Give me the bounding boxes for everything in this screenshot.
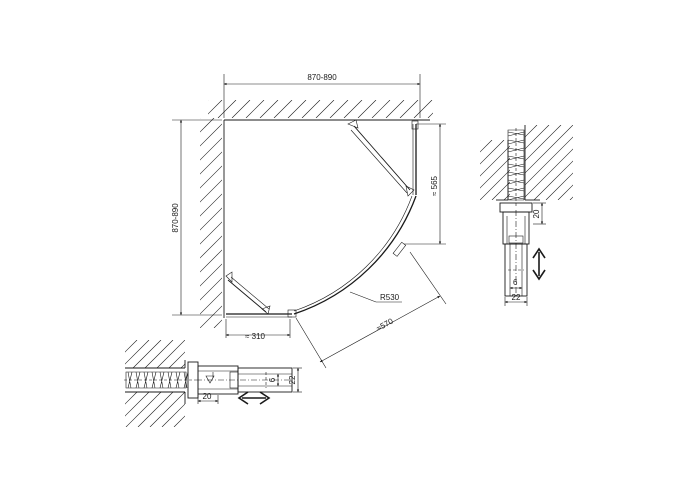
left-wall-hatch: [200, 118, 222, 328]
shower-panels: [226, 120, 419, 318]
bp-dim-20: 20: [203, 392, 212, 401]
top-wall-hatch: [208, 100, 433, 118]
screw: [507, 128, 525, 208]
screw: [124, 371, 196, 389]
right-dimension: ≈ 565: [404, 123, 446, 245]
right-label: ≈ 565: [430, 175, 439, 196]
vertical-double-arrow-icon: [532, 247, 546, 281]
rp-dim-22: 22: [512, 293, 521, 302]
bottom-profile-detail: 6 22 20: [124, 340, 302, 427]
main-plan: 870-890 870-890 ≈ 565: [171, 73, 447, 369]
diagonal-label: ≈570: [375, 316, 395, 333]
diagonal-dimension: ≈570: [295, 251, 447, 369]
height-dimension: 870-890: [171, 119, 222, 316]
horizontal-double-arrow-icon: [237, 391, 271, 405]
rp-dim-6: 6: [513, 278, 518, 287]
bp-dim-22: 22: [288, 375, 297, 384]
width-dimension: 870-890: [223, 73, 421, 118]
support-bars: [225, 119, 415, 315]
radius-label: R530: [380, 293, 400, 302]
right-profile-detail: 20 6 22: [480, 125, 573, 306]
width-label: 870-890: [307, 73, 337, 82]
bp-dim-6: 6: [268, 377, 277, 382]
radius-callout: R530: [349, 291, 402, 303]
rp-dim-20: 20: [532, 209, 541, 218]
bottom-dimension: ≈ 310: [225, 319, 291, 341]
height-label: 870-890: [171, 203, 180, 233]
bottom-label: ≈ 310: [245, 332, 266, 341]
